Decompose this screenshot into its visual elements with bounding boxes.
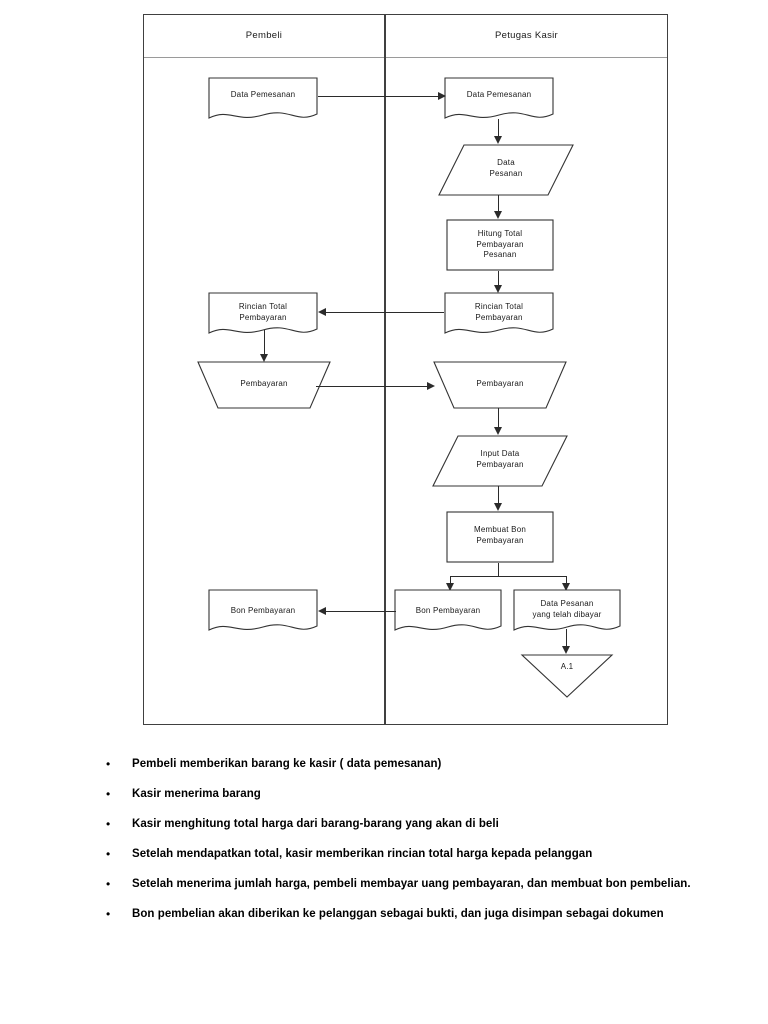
connector-pembayaran-to-input [498, 408, 500, 431]
arrow-head [494, 427, 502, 435]
connector-hitung-to-rincian [498, 271, 500, 289]
node-bon-pembayaran-kasir[interactable]: Bon Pembayaran [394, 589, 502, 637]
list-item: • Bon pembelian akan diberikan ke pelang… [96, 905, 696, 924]
connector-membuat-bon-stem [498, 563, 500, 577]
arrow-head [438, 92, 446, 100]
list-item: • Setelah menerima jumlah harga, pembeli… [96, 875, 696, 894]
header-divider [144, 57, 667, 58]
connector-membuat-bon-split [450, 576, 567, 578]
node-hitung-total[interactable]: Hitung Total Pembayaran Pesanan [446, 219, 554, 271]
list-item-text: Kasir menghitung total harga dari barang… [132, 818, 499, 830]
swimlane-header-pembeli: Pembeli [245, 30, 283, 41]
arrow-head [318, 607, 326, 615]
arrow-head [260, 354, 268, 362]
list-item: • Setelah mendapatkan total, kasir membe… [96, 845, 696, 864]
connector-input-to-membuat-bon [498, 486, 500, 507]
node-data-pemesanan-pembeli[interactable]: Data Pemesanan [208, 77, 318, 125]
flowchart-swimlane-table: Pembeli Petugas Kasir Data Pemesanan Dat… [143, 14, 668, 725]
connector-dibayar-to-a1 [566, 629, 568, 650]
arrow-head [562, 646, 570, 654]
node-rincian-total-pembeli[interactable]: Rincian Total Pembayaran [208, 292, 318, 340]
connector-branch-right [566, 576, 568, 587]
list-item: • Kasir menghitung total harga dari bara… [96, 815, 696, 834]
swimlane-header-petugas-kasir: Petugas Kasir [494, 30, 559, 41]
connector-branch-left [450, 576, 452, 587]
notes-bullet-list: • Pembeli memberikan barang ke kasir ( d… [96, 755, 696, 935]
connector-bon-to-pembeli [324, 611, 396, 613]
bullet-icon: • [106, 817, 111, 831]
bullet-icon: • [106, 787, 111, 801]
node-input-data-pembayaran[interactable]: Input Data Pembayaran [432, 435, 568, 487]
bullet-icon: • [106, 907, 111, 921]
list-item-text: Kasir menerima barang [132, 788, 261, 800]
arrow-head [494, 503, 502, 511]
connector-pemesanan-to-kasir [318, 96, 440, 98]
arrow-head [427, 382, 435, 390]
connector-pembayaran-to-kasir [316, 386, 431, 388]
node-membuat-bon[interactable]: Membuat Bon Pembayaran [446, 511, 554, 563]
bullet-icon: • [106, 847, 111, 861]
node-rincian-total-kasir[interactable]: Rincian Total Pembayaran [444, 292, 554, 340]
arrow-head [562, 583, 570, 591]
node-pembayaran-kasir[interactable]: Pembayaran [433, 361, 567, 409]
arrow-head [494, 285, 502, 293]
list-item-text: Bon pembelian akan diberikan ke pelangga… [132, 908, 664, 920]
list-item-text: Setelah mendapatkan total, kasir memberi… [132, 848, 593, 860]
arrow-head [318, 308, 326, 316]
bullet-icon: • [106, 757, 111, 771]
list-item-text: Setelah menerima jumlah harga, pembeli m… [132, 878, 691, 890]
node-bon-pembayaran-pembeli[interactable]: Bon Pembayaran [208, 589, 318, 637]
arrow-head [494, 211, 502, 219]
arrow-head [494, 136, 502, 144]
list-item: • Pembeli memberikan barang ke kasir ( d… [96, 755, 696, 774]
connector-rincian-to-pembeli [324, 312, 444, 314]
list-item: • Kasir menerima barang [96, 785, 696, 804]
connector-rincian-to-pembayaran [264, 330, 266, 358]
node-data-pesanan[interactable]: Data Pesanan [438, 144, 574, 196]
node-connector-a1[interactable]: A.1 [520, 654, 614, 698]
connector-pesanan-to-hitung [498, 195, 500, 215]
node-data-pemesanan-kasir[interactable]: Data Pemesanan [444, 77, 554, 125]
list-item-text: Pembeli memberikan barang ke kasir ( dat… [132, 758, 442, 770]
connector-pemesanan-to-data-pesanan [498, 119, 500, 140]
node-pembayaran-pembeli[interactable]: Pembayaran [197, 361, 331, 409]
swimlane-divider [384, 15, 386, 724]
bullet-icon: • [106, 877, 111, 891]
arrow-head [446, 583, 454, 591]
